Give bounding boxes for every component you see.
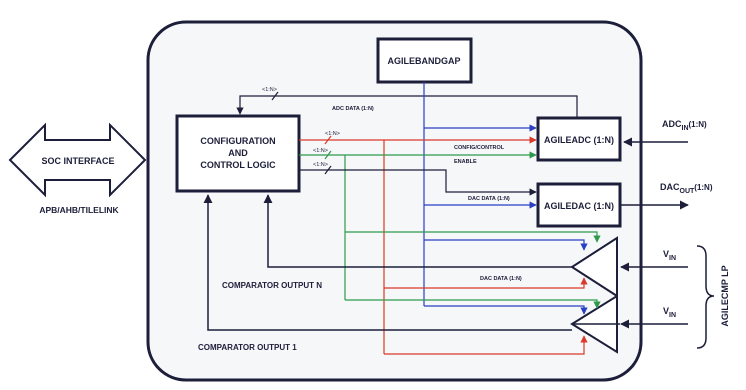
chip-boundary bbox=[146, 20, 643, 382]
adc-data-line bbox=[236, 95, 578, 118]
vin-n-label: VIN bbox=[663, 249, 676, 262]
adc-data-label: ADC DATA (1:N) bbox=[332, 106, 374, 112]
enable-label: ENABLE bbox=[454, 159, 477, 165]
bandgap-label: AGILEBANDGAP bbox=[387, 56, 460, 66]
config-label-line2: AND bbox=[228, 148, 248, 158]
comparator-output-1-label: COMPARATOR OUTPUT 1 bbox=[198, 343, 297, 352]
dac-bus-width: <1:N> bbox=[313, 162, 328, 168]
dac-data-label-top: DAC DATA (1:N) bbox=[468, 196, 510, 202]
dac-label: AGILEDAC (1:N) bbox=[544, 201, 614, 211]
config-label-line3: CONTROL LOGIC bbox=[200, 160, 276, 170]
comparator-output-n-label: COMPARATOR OUTPUT N bbox=[222, 281, 322, 290]
adc-label: AGILEADC (1:N) bbox=[544, 135, 614, 145]
agilecmp-brace bbox=[696, 245, 715, 349]
enable-bus-width: <1:N> bbox=[313, 148, 328, 154]
comparator-n bbox=[570, 236, 618, 298]
bus-protocol-label: APB/AHB/TILELINK bbox=[39, 205, 119, 215]
config-label-line1: CONFIGURATION bbox=[200, 136, 275, 146]
agilecmp-label: AGILECMP LP bbox=[720, 265, 730, 326]
adc-block bbox=[536, 116, 622, 162]
config-control-label: CONFIG/CONTROL bbox=[454, 145, 505, 151]
dac-block bbox=[536, 182, 622, 228]
adc-bus-width: <1:N> bbox=[262, 87, 277, 93]
config-control-block bbox=[175, 114, 301, 193]
adc-input-label: ADCIN(1:N) bbox=[662, 119, 707, 132]
vin-1-label: VIN bbox=[663, 306, 676, 319]
soc-interface-label: SOC INTERFACE bbox=[41, 156, 114, 166]
config-bus-width: <1:N> bbox=[325, 131, 340, 137]
soc-interface-arrow bbox=[8, 122, 147, 198]
dac-output-label: DACOUT(1:N) bbox=[660, 182, 713, 195]
dac-data-label-mid: DAC DATA (1:N) bbox=[480, 276, 522, 282]
